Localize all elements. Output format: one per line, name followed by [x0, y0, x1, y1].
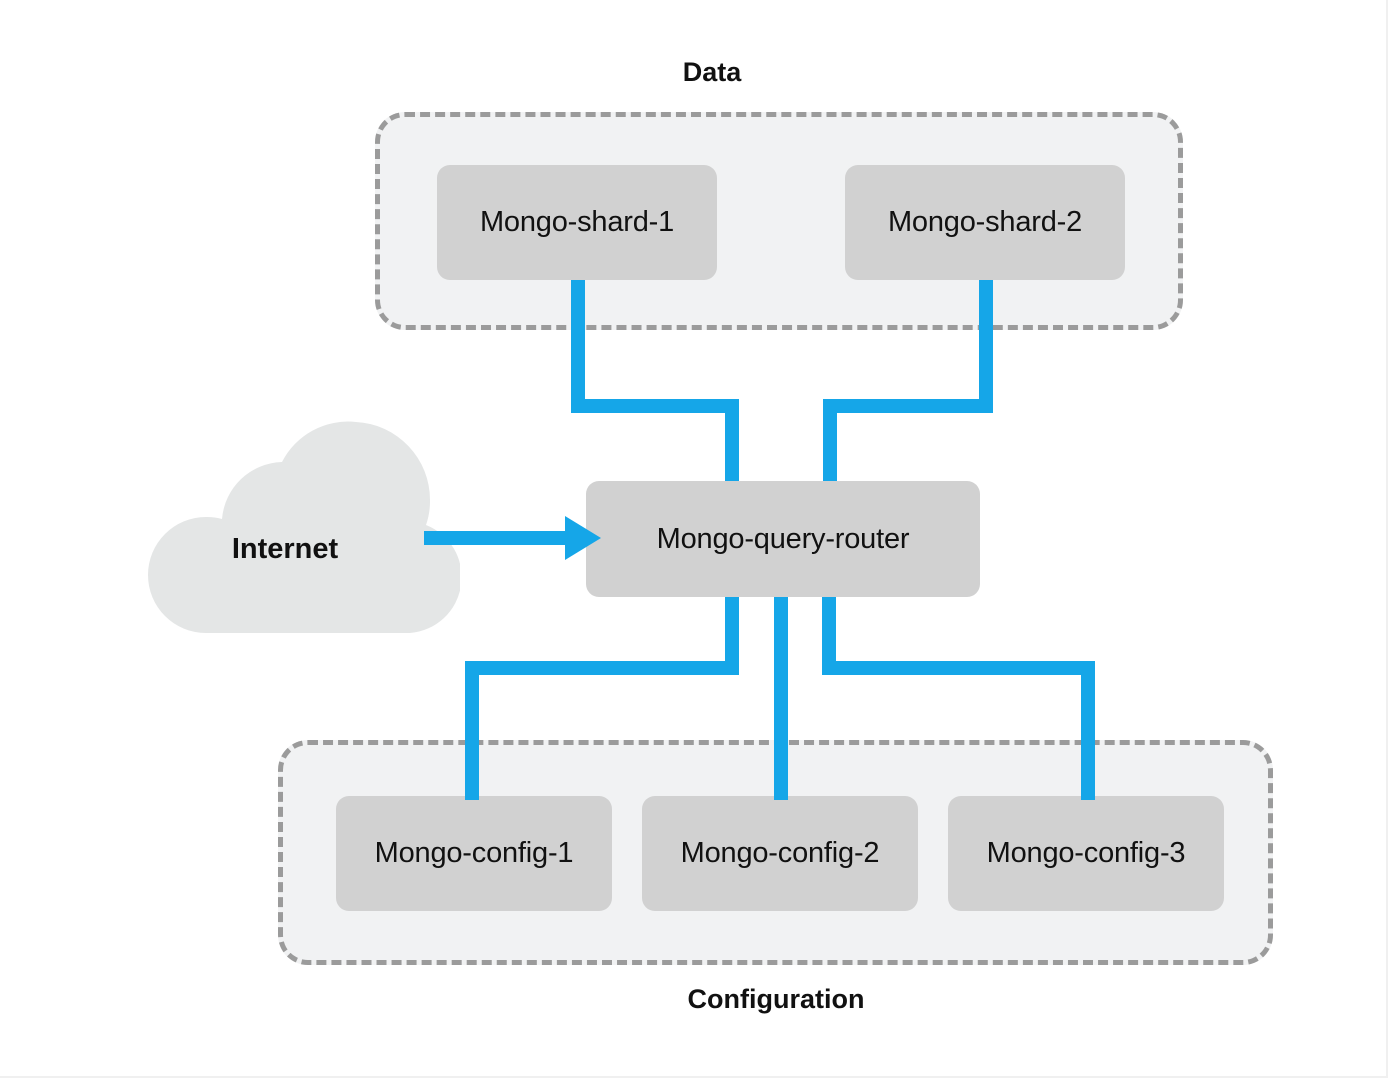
node-label: Mongo-query-router	[656, 522, 910, 555]
node-label: Mongo-config-1	[374, 837, 574, 869]
node-mongo-config-3[interactable]: Mongo-config-3	[948, 796, 1224, 911]
node-label: Mongo-config-3	[986, 837, 1186, 869]
node-mongo-config-2[interactable]: Mongo-config-2	[642, 796, 918, 911]
connector-router-to-config3	[822, 597, 1095, 800]
node-mongo-query-router[interactable]: Mongo-query-router	[586, 481, 980, 597]
connector-shard1-to-router	[571, 280, 739, 481]
data-group-label: Data	[682, 57, 742, 87]
configuration-group-label: Configuration	[687, 984, 865, 1014]
node-mongo-shard-1[interactable]: Mongo-shard-1	[437, 165, 717, 280]
internet-cloud[interactable]: Internet	[110, 418, 462, 633]
node-label: Mongo-config-2	[680, 837, 880, 869]
connector-router-to-config1	[465, 597, 739, 800]
node-label: Mongo-shard-1	[479, 206, 675, 238]
node-label: Mongo-shard-2	[887, 206, 1083, 238]
arrowhead-icon	[565, 516, 601, 560]
connector-shard2-to-router	[823, 280, 993, 481]
cloud-icon	[148, 421, 462, 633]
node-mongo-shard-2[interactable]: Mongo-shard-2	[845, 165, 1125, 280]
node-mongo-config-1[interactable]: Mongo-config-1	[336, 796, 612, 911]
internet-label: Internet	[231, 533, 339, 565]
